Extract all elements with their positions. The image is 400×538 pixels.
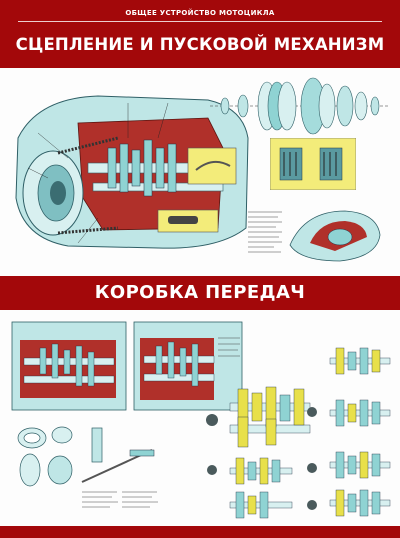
gear-diagram-set bbox=[200, 340, 396, 525]
clutch-exploded-view bbox=[205, 74, 395, 136]
clutch-detail-panel bbox=[270, 138, 356, 190]
top-banner: ОБЩЕЕ УСТРОЙСТВО МОТОЦИКЛА СЦЕПЛЕНИЕ И П… bbox=[0, 0, 400, 68]
bottom-strip bbox=[0, 526, 400, 538]
section-title: КОРОБКА ПЕРЕДАЧ bbox=[94, 282, 306, 303]
gearbox-parts bbox=[12, 420, 162, 520]
series-title: ОБЩЕЕ УСТРОЙСТВО МОТОЦИКЛА bbox=[125, 9, 275, 17]
gearbox-cutaway-second bbox=[132, 318, 244, 414]
banner-divider bbox=[18, 21, 382, 22]
legend-list-top bbox=[248, 208, 284, 260]
kickstart-cutaway bbox=[285, 205, 385, 265]
clutch-cutaway-illustration bbox=[8, 78, 258, 258]
page-title: СЦЕПЛЕНИЕ И ПУСКОВОЙ МЕХАНИЗМ bbox=[15, 35, 385, 54]
gearbox-cutaway-illustration bbox=[10, 318, 128, 414]
section-banner: КОРОБКА ПЕРЕДАЧ bbox=[0, 276, 400, 310]
